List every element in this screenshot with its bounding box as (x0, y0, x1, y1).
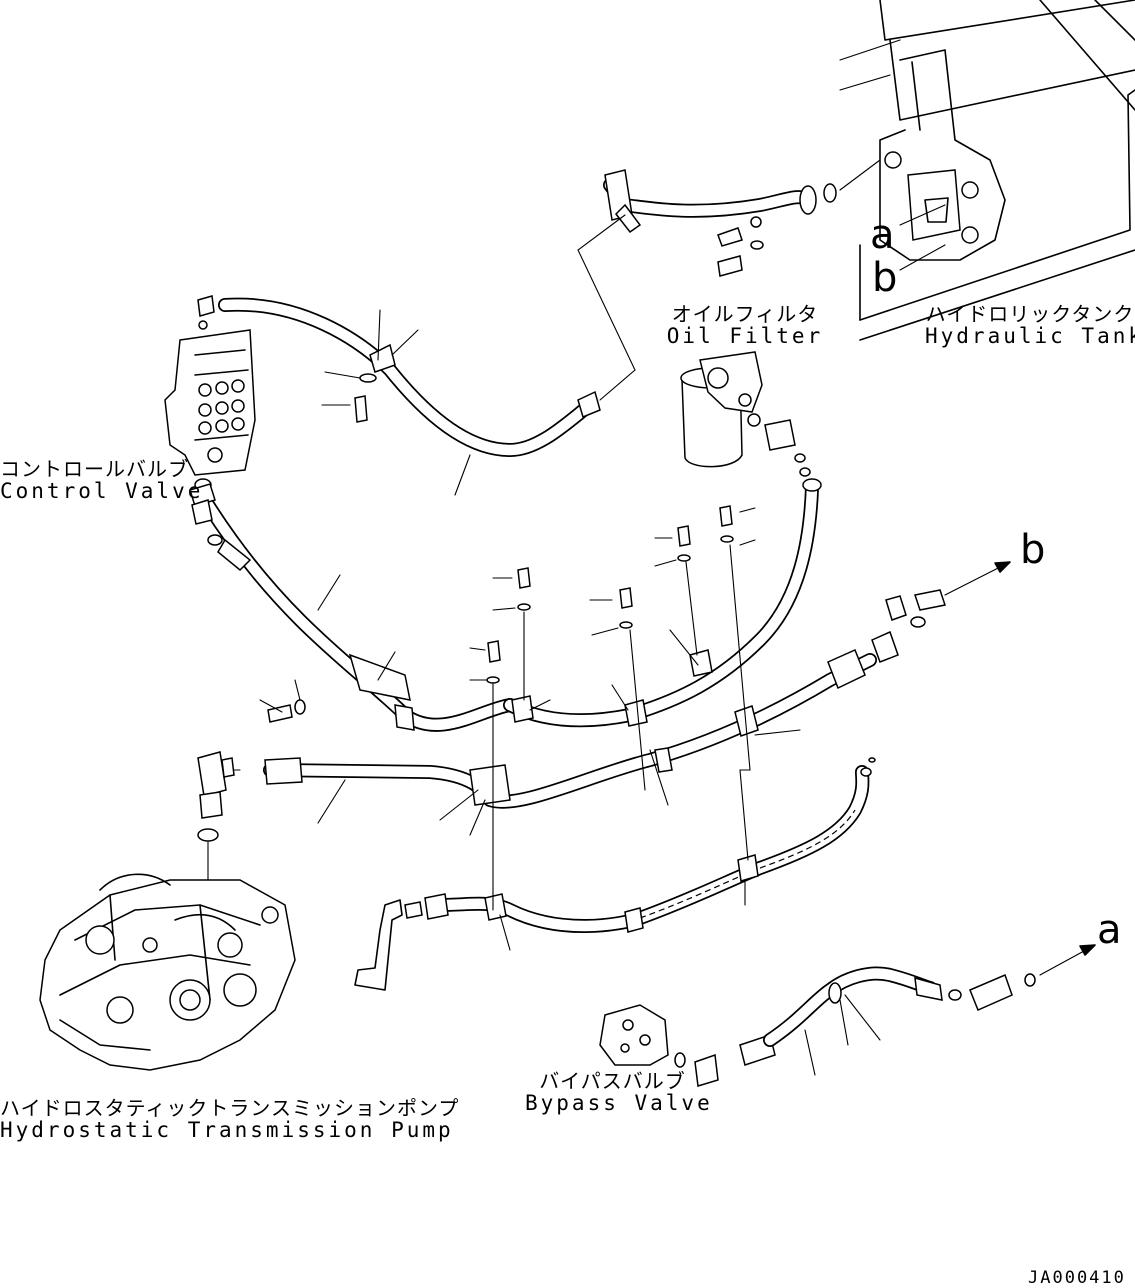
control-valve (164, 295, 256, 492)
reference-arrows (944, 561, 1096, 976)
ref-a-tank: a (870, 212, 895, 258)
drawing-code: JA000410 (1028, 1268, 1126, 1288)
label-oil-filter-en: Oil Filter (666, 324, 824, 348)
label-bypass-valve-en: Bypass Valve (525, 1091, 713, 1115)
pump-fitting (197, 751, 235, 881)
tank-outlet-pipe (603, 159, 881, 247)
label-hydraulic-tank: ハイドロリックタンク Hydraulic Tank (925, 303, 1135, 348)
label-hydraulic-tank-jp: ハイドロリックタンク (925, 302, 1135, 326)
filter-return-hose (503, 478, 822, 728)
label-control-valve-jp: コントロールバルブ (0, 457, 189, 481)
hydrostatic-transmission-pump (39, 873, 296, 1071)
ref-a-arrow: a (1097, 907, 1122, 953)
bolts-and-washers (259, 240, 764, 911)
label-oil-filter: オイルフィルタ Oil Filter (660, 303, 830, 348)
label-bypass-valve: バイパスバルブ Bypass Valve (525, 1069, 713, 1115)
control-valve-supply-hose (189, 483, 517, 732)
label-hst-pump-jp: ハイドロスタティックトランスミッションポンプ (0, 1096, 460, 1120)
label-hst-pump-en: Hydrostatic Transmission Pump (0, 1118, 454, 1142)
label-control-valve-en: Control Valve (0, 479, 204, 503)
label-hydraulic-tank-en: Hydraulic Tank (925, 324, 1135, 348)
label-bypass-valve-jp: バイパスバルブ (539, 1069, 686, 1093)
label-control-valve: コントロールバルブ Control Valve (0, 457, 204, 503)
ref-b-arrow: b (1020, 527, 1046, 573)
main-pressure-hose (224, 589, 946, 836)
label-oil-filter-jp: オイルフィルタ (671, 302, 819, 326)
control-valve-return-hose (218, 214, 636, 496)
label-hst-pump: ハイドロスタティックトランスミッションポンプ Hydrostatic Trans… (0, 1096, 460, 1142)
ref-b-tank: b (872, 255, 898, 301)
drain-hose (354, 757, 876, 991)
hydraulic-tank (839, 0, 1135, 341)
bypass-valve-assembly (599, 966, 1036, 1087)
oil-filter (680, 351, 811, 477)
